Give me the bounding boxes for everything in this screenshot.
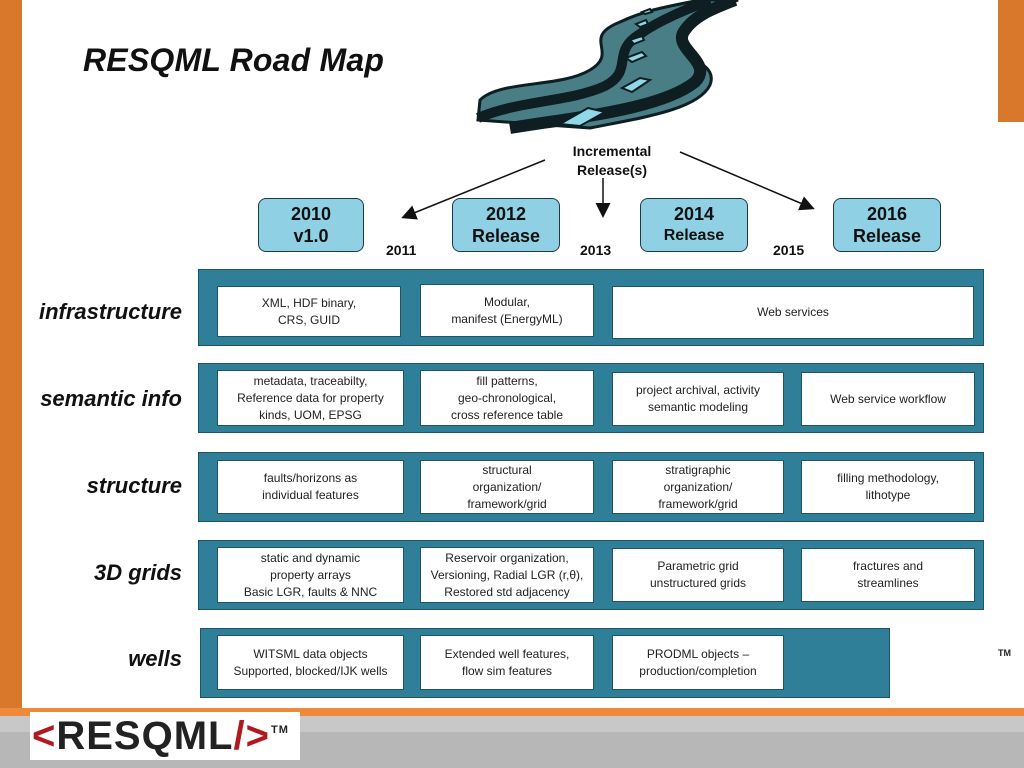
release-year: 2014 [673, 204, 715, 224]
release-label: v1.0 [293, 226, 329, 246]
year-2015: 2015 [773, 242, 805, 258]
cell-3d-grids-2016: fractures and streamlines [801, 548, 975, 602]
row-label-wells: wells [128, 646, 182, 671]
release-2010: 2010 v1.0 [258, 198, 364, 252]
release-year: 2012 [485, 204, 527, 224]
cell-wells-2012: Extended well features, flow sim feature… [420, 635, 594, 690]
release-label: Release [852, 226, 922, 246]
logo-tm: TM [270, 723, 289, 736]
cell-structure-2012: structural organization/ framework/grid [420, 460, 594, 514]
cell-structure-2014: stratigraphic organization/ framework/gr… [612, 460, 784, 514]
row-label-3d-grids: 3D grids [93, 560, 182, 585]
release-year: 2010 [290, 204, 332, 224]
logo-close-bracket: /> [233, 713, 270, 758]
logo-name: RESQML [56, 713, 234, 758]
cell-infrastructure-2012: Modular, manifest (EnergyML) [420, 284, 594, 337]
logo-open-bracket: < [32, 713, 57, 758]
cell-semantic-2016: Web service workflow [801, 372, 975, 426]
road-illustration [476, 0, 739, 134]
cell-structure-2010: faults/horizons as individual features [217, 460, 404, 514]
cell-infrastructure-2010: XML, HDF binary, CRS, GUID [217, 286, 401, 337]
row-label-infrastructure: infrastructure [38, 299, 182, 324]
year-2011: 2011 [386, 242, 417, 258]
cell-3d-grids-2014: Parametric grid unstructured grids [612, 548, 784, 602]
cell-semantic-2010: metadata, traceabilty, Reference data fo… [217, 370, 404, 426]
cell-infrastructure-web-services: Web services [612, 286, 974, 339]
incremental-release-label: Incremental Release(s) [572, 143, 652, 178]
release-2014: 2014 Release [640, 198, 748, 252]
trademark-mark: TM [998, 648, 1011, 658]
release-label: Release [471, 226, 541, 246]
row-label-structure: structure [86, 473, 182, 498]
release-label: Release [663, 227, 725, 244]
cell-3d-grids-2012: Reservoir organization, Versioning, Radi… [420, 547, 594, 603]
row-label-semantic-info: semantic info [40, 386, 182, 411]
cell-semantic-2014: project archival, activity semantic mode… [612, 372, 784, 426]
resqml-logo: <RESQML/>TM [30, 712, 300, 760]
release-2016: 2016 Release [833, 198, 941, 252]
cell-structure-2016: filling methodology, lithotype [801, 460, 975, 514]
release-2012: 2012 Release [452, 198, 560, 252]
release-year: 2016 [866, 204, 908, 224]
cell-wells-2014: PRODML objects – production/completion [612, 635, 784, 690]
cell-3d-grids-2010: static and dynamic property arrays Basic… [217, 547, 404, 603]
cell-wells-2010: WITSML data objects Supported, blocked/I… [217, 635, 404, 690]
slide-title: RESQML Road Map [83, 42, 385, 78]
right-stripe [998, 122, 1024, 710]
cell-semantic-2012: fill patterns, geo-chronological, cross … [420, 370, 594, 426]
year-2013: 2013 [580, 242, 612, 258]
